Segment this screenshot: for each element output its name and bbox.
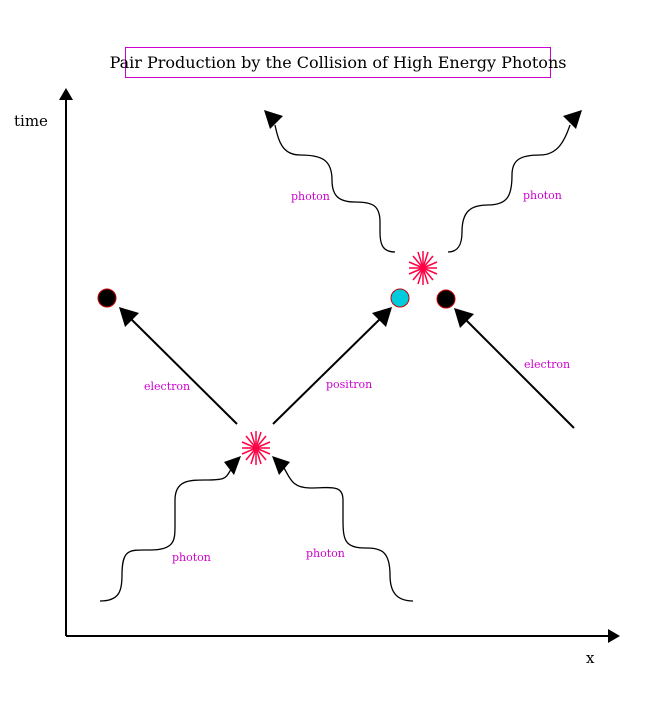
electron-particle-left bbox=[97, 288, 117, 308]
diagram-title: Pair Production by the Collision of High… bbox=[110, 47, 566, 78]
positron-path bbox=[272, 317, 382, 425]
label-photon-bottom-right: photon bbox=[306, 547, 345, 560]
label-electron-right: electron bbox=[524, 358, 570, 371]
label-photon-bottom-left: photon bbox=[172, 551, 211, 564]
x-axis-arrow-icon bbox=[608, 629, 620, 643]
label-photon-top-right: photon bbox=[523, 189, 562, 202]
label-positron: positron bbox=[326, 378, 372, 391]
axes bbox=[65, 96, 612, 637]
positron-arrowhead-icon bbox=[372, 307, 392, 327]
electron-path-left bbox=[129, 317, 238, 425]
x-axis-label: x bbox=[586, 649, 595, 667]
y-axis-label: time bbox=[14, 112, 48, 130]
label-photon-top-left: photon bbox=[291, 190, 330, 203]
electron-path-right bbox=[464, 318, 575, 429]
electron-arrowhead-left-icon bbox=[119, 307, 139, 327]
photon-path-bottom-left bbox=[99, 467, 233, 602]
positron-particle bbox=[390, 288, 410, 308]
photon-path-top-left bbox=[274, 124, 396, 253]
photon-arrowhead-top-right-icon bbox=[563, 110, 582, 129]
photon-path-bottom-right bbox=[283, 467, 414, 602]
collision-burst-bottom-icon bbox=[241, 431, 271, 465]
electron-arrowhead-right-icon bbox=[454, 308, 474, 328]
collision-burst-top-icon bbox=[408, 251, 438, 285]
y-axis-arrow-icon bbox=[59, 88, 73, 100]
photon-arrowhead-bottom-right-icon bbox=[272, 456, 290, 475]
label-electron-left: electron bbox=[144, 380, 190, 393]
photon-path-top-right bbox=[447, 124, 571, 253]
photon-arrowhead-top-left-icon bbox=[264, 110, 283, 129]
electron-particle-right bbox=[436, 289, 456, 309]
photon-arrowhead-bottom-left-icon bbox=[224, 456, 241, 475]
